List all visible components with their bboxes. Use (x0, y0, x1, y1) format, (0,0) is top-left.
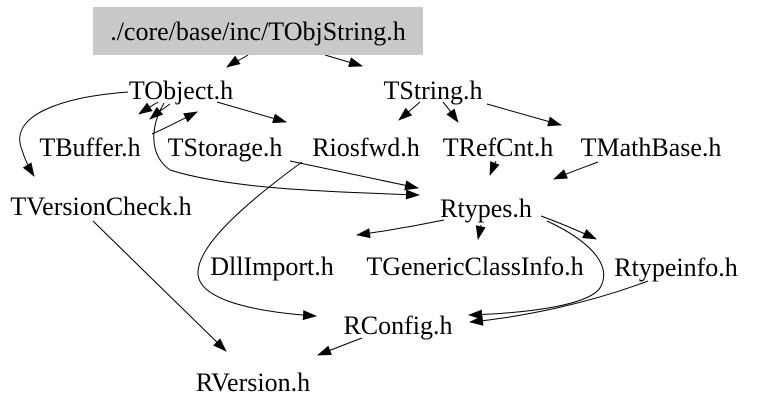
edge-tstring-to-riosfwd (398, 101, 421, 121)
node-rversion-h[interactable]: RVersion.h (196, 368, 310, 397)
node-trefcnt-h[interactable]: TRefCnt.h (443, 133, 554, 162)
root-node-box (93, 7, 423, 55)
edge-tobject-to-tbuffer-2 (149, 103, 171, 120)
edge-tstorage-to-rtypes (289, 160, 419, 191)
edge-rtypeinfo-to-rconfig (469, 280, 649, 326)
node-tversioncheck-h[interactable]: TVersionCheck.h (10, 192, 191, 221)
node-rtypeinfo-h[interactable]: Rtypeinfo.h (614, 253, 738, 282)
node-tmathbase-h[interactable]: TMathBase.h (581, 133, 722, 162)
node-tstorage-h[interactable]: TStorage.h (168, 133, 283, 162)
edge-tobject-to-tversioncheck (19, 91, 129, 177)
edge-tstring-to-tmathbase (486, 103, 562, 127)
edge-tobject-to-tbuffer (138, 101, 159, 115)
edge-rtypes-to-tgenericclassinfo (475, 224, 486, 240)
edge-rtypes-to-rconfig (468, 220, 605, 320)
edge-group (19, 54, 649, 356)
node-tbuffer-h[interactable]: TBuffer.h (39, 133, 140, 162)
node-rconfig-h[interactable]: RConfig.h (343, 311, 452, 340)
edge-tmathbase-to-rtypes (553, 161, 599, 180)
edge-tobjstring-to-tstring (324, 54, 363, 67)
edge-tobject-to-rtypes (153, 102, 420, 200)
edge-rtypes-to-dllimport (356, 219, 445, 239)
node-rtypes-h[interactable]: Rtypes.h (440, 194, 532, 223)
node-dllimport-h[interactable]: DllImport.h (210, 252, 334, 281)
node-riosfwd-h[interactable]: Riosfwd.h (312, 133, 420, 162)
node-tstring-h[interactable]: TString.h (384, 76, 483, 105)
edge-rtypes-to-rtypeinfo (540, 215, 597, 240)
edge-riosfwd-to-rconfig (197, 161, 317, 321)
edge-rconfig-to-rversion (317, 337, 363, 356)
edge-tobjstring-to-tobject (226, 54, 249, 68)
edge-trefcnt-to-rtypes (489, 160, 500, 176)
node-tgenericclassinfo-h[interactable]: TGenericClassInfo.h (366, 252, 583, 281)
node-tobject-h[interactable]: TObject.h (129, 76, 233, 105)
edge-tversioncheck-to-rversion (92, 220, 227, 352)
edge-tbuffer-to-tobject (151, 111, 198, 135)
edge-tstring-to-trefcnt (442, 101, 459, 123)
node-tobjstring-h: ./core/base/inc/TObjString.h (110, 17, 406, 46)
edge-tobject-to-riosfwd (216, 101, 287, 124)
